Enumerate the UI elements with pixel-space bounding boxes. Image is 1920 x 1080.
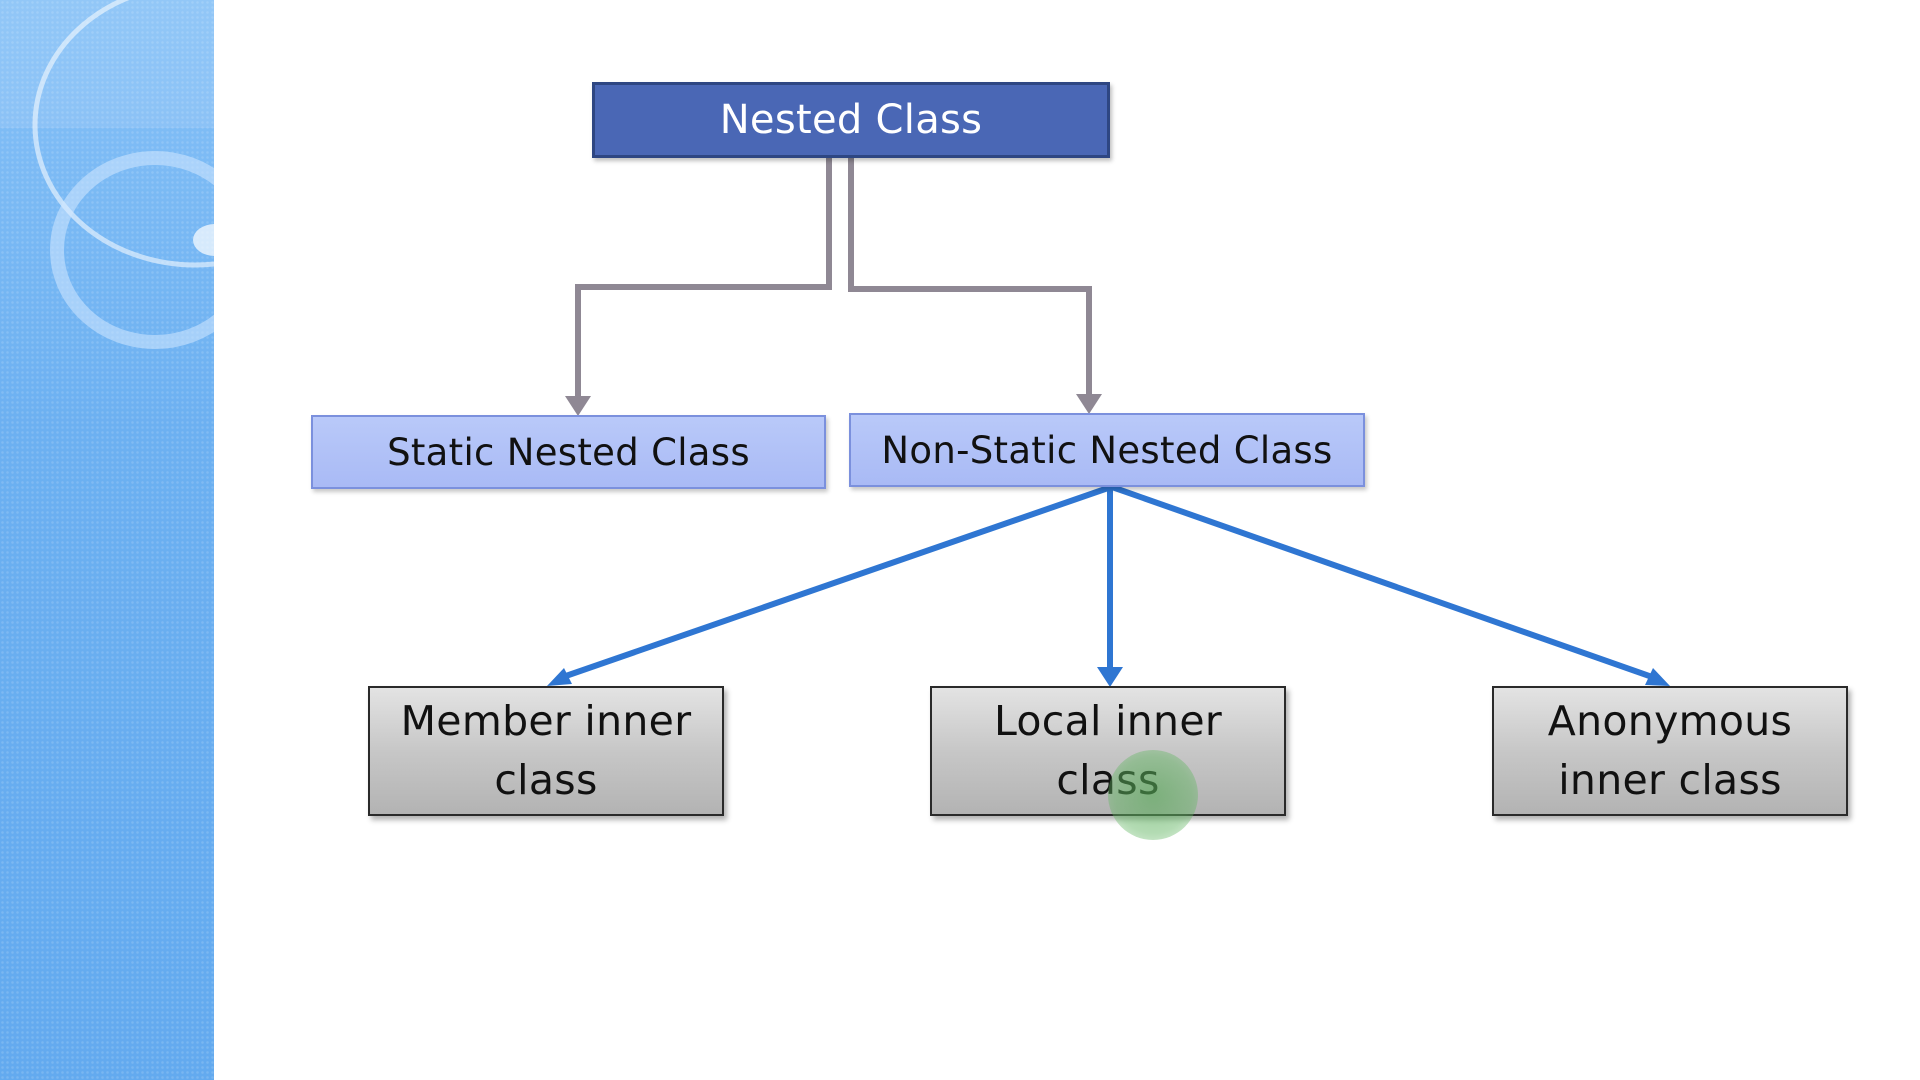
arrowhead-local: [1097, 667, 1123, 687]
arrowhead-static: [565, 396, 591, 416]
node-label: Local inner class: [993, 696, 1223, 804]
arrowhead-anonymous: [1645, 668, 1670, 686]
side-decoration-panel: [0, 0, 214, 1080]
node-label: Static Nested Class: [387, 430, 750, 474]
child-connectors: [547, 484, 1670, 687]
node-member-inner-class: Member inner class: [368, 686, 724, 816]
node-label: Member inner class: [400, 696, 692, 804]
deco-bubble: [193, 224, 214, 256]
connector-to-member: [559, 484, 1112, 681]
cursor-highlight: [1108, 750, 1198, 840]
node-non-static-nested-class: Non-Static Nested Class: [849, 413, 1365, 487]
root-connectors: [565, 155, 1102, 416]
deco-ring-small: [50, 151, 214, 349]
node-label: Nested Class: [719, 97, 983, 143]
node-label: Anonymous inner class: [1547, 696, 1793, 804]
arrowhead-nonstatic: [1076, 394, 1102, 414]
connector-root-to-static: [575, 155, 832, 400]
connector-root-to-nonstatic: [848, 155, 1092, 398]
node-anonymous-inner-class: Anonymous inner class: [1492, 686, 1848, 816]
node-static-nested-class: Static Nested Class: [311, 415, 826, 489]
arrowhead-member: [547, 668, 572, 686]
node-label: Non-Static Nested Class: [881, 428, 1333, 472]
decorative-rings: [0, 0, 214, 349]
node-nested-class: Nested Class: [592, 82, 1110, 158]
deco-ring-large: [32, 0, 214, 268]
connector-to-anonymous: [1111, 484, 1656, 681]
